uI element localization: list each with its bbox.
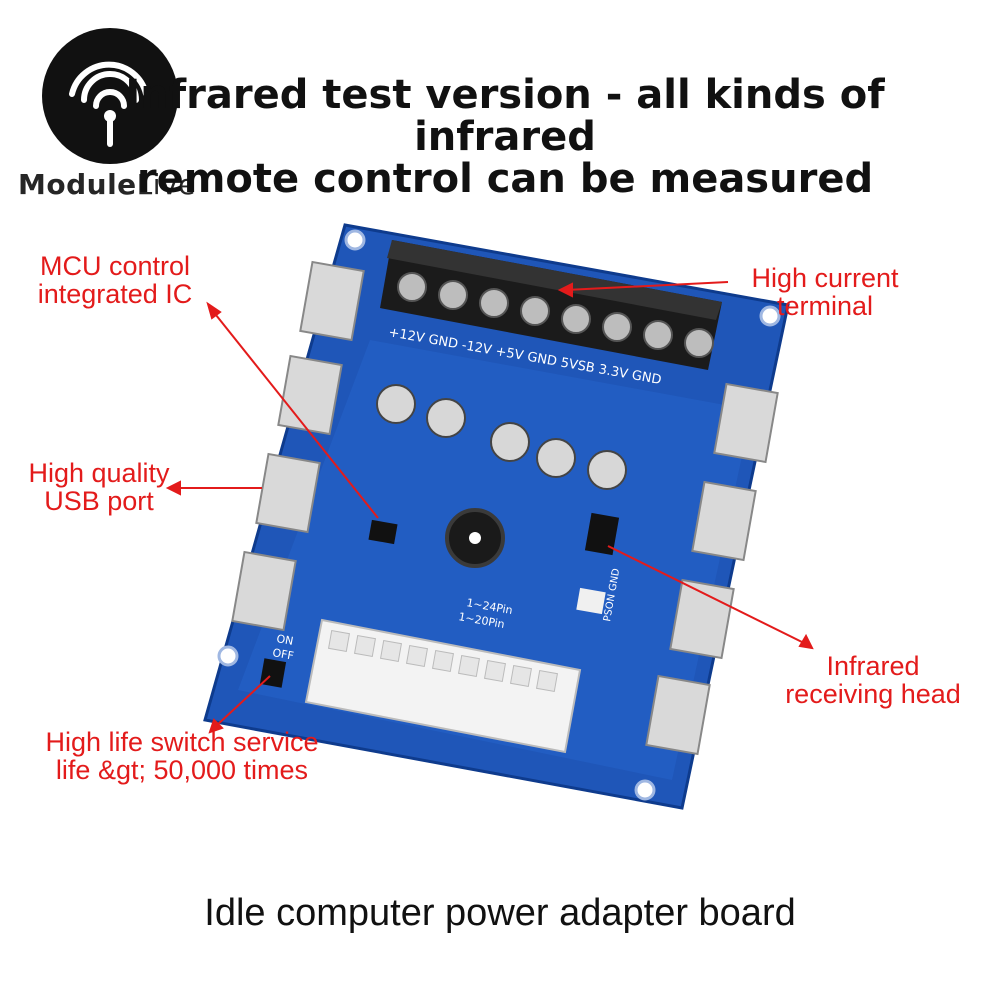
off-label: OFF (271, 646, 294, 663)
callout-switch: High life switch service life &gt; 50,00… (22, 728, 342, 784)
callout-high-current: High current terminal (730, 264, 920, 320)
callout-mcu: MCU control integrated IC (22, 252, 208, 308)
mcu-chip (368, 519, 398, 545)
callout-current-line-1: High current (751, 263, 899, 293)
callout-ir-line-2: receiving head (785, 679, 961, 709)
callout-switch-line-1: High life switch service (45, 727, 319, 757)
screw-terminal-block (380, 240, 722, 370)
power-switch (259, 658, 287, 688)
callout-switch-line-2: life &gt; 50,000 times (55, 755, 309, 785)
callout-arrows (165, 281, 814, 734)
headline-line-2: remote control can be measured (136, 156, 874, 202)
callout-mcu-line-2: integrated IC (37, 279, 193, 309)
callout-infrared: Infrared receiving head (768, 652, 978, 708)
atx-connector (304, 618, 582, 754)
brand-name-light: Live (136, 168, 196, 201)
callout-mcu-line-1: MCU control (39, 251, 191, 281)
caption: Idle computer power adapter board (204, 892, 796, 934)
capacitors (376, 384, 627, 490)
brand-name-bold: Module (18, 168, 137, 201)
module-live-logo (42, 28, 178, 164)
callout-usb-line-1: High quality (28, 458, 170, 488)
brand-name: ModuleLive (18, 168, 196, 201)
callout-usb: High quality USB port (24, 459, 174, 515)
ir-receiver (584, 512, 620, 556)
headline-line-1: Infrared test version - all kinds of inf… (125, 72, 885, 160)
callout-ir-line-1: Infrared (826, 651, 920, 681)
callout-usb-line-2: USB port (44, 486, 154, 516)
on-label: ON (275, 632, 294, 648)
headline: Infrared test version - all kinds of inf… (40, 74, 970, 200)
callout-current-line-2: terminal (776, 291, 874, 321)
